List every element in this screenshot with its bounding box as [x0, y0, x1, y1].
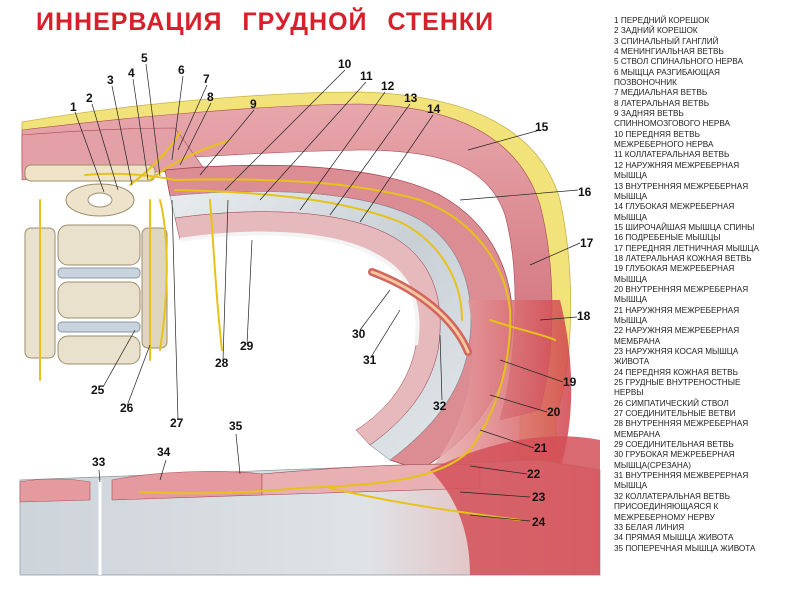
legend-item: МЫШЦА — [614, 481, 648, 491]
callout-24: 24 — [532, 515, 546, 529]
callout-12: 12 — [381, 79, 395, 93]
callout-18: 18 — [577, 309, 591, 323]
external-oblique — [430, 436, 600, 575]
callout-4: 4 — [128, 66, 135, 80]
legend-item: МЫШЦА — [614, 171, 648, 181]
callouts: 1 2 3 4 5 6 7 8 9 10 11 12 13 14 15 16 1… — [70, 51, 594, 529]
spine — [24, 164, 168, 365]
legend-item: 15 ШИРОЧАЙШАЯ МЫШЦА СПИНЫ — [614, 222, 755, 232]
callout-5: 5 — [141, 51, 148, 65]
callout-23: 23 — [532, 490, 546, 504]
legend-item: 13 ВНУТРЕННЯЯ МЕЖРЕБЕРНАЯ — [614, 181, 749, 191]
legend-item: 1 ПЕРЕДНИЙ КОРЕШОК — [614, 16, 710, 25]
legend-item: 31 ВНУТРЕННЯЯ МЕЖВЕРЕРНАЯ — [614, 471, 749, 481]
legend-item: МЕЖРЕБЕРНОГО НЕРВА — [614, 140, 714, 150]
legend-item: МЕМБРАНА — [614, 336, 661, 346]
leader-lines — [74, 63, 581, 522]
legend-item: ЖИВОТА — [614, 357, 650, 367]
callout-8: 8 — [207, 90, 214, 104]
callout-29: 29 — [240, 339, 254, 353]
callout-16: 16 — [578, 185, 592, 199]
legend-item: МЫШЦА — [614, 191, 648, 201]
callout-17: 17 — [580, 236, 594, 250]
legend-item: 23 НАРУЖНЯЯ КОСАЯ МЫШЦА — [614, 347, 739, 356]
legend-item: 22 НАРУЖНЯЯ МЕЖРЕБЕРНАЯ — [614, 326, 740, 336]
legend-item: 16 ПОДРЕБЕНЫЕ МЫШЦЫ — [614, 233, 721, 243]
callout-15: 15 — [535, 120, 549, 134]
legend-item: МЕМБРАНА — [614, 429, 661, 439]
legend-item: 30 ГРУБОКАЯ МЕЖРЕБЕРНАЯ — [614, 450, 735, 460]
callout-2: 2 — [86, 91, 93, 105]
callout-3: 3 — [107, 73, 114, 87]
legend-item: 5 СТВОЛ СПИНАЛЬНОГО НЕРВА — [614, 57, 743, 67]
legend-item: 27 СОЕДИНИТЕЛЬНЫЕ ВЕТВИ — [614, 409, 736, 419]
callout-35: 35 — [229, 419, 243, 433]
callout-27: 27 — [170, 416, 184, 430]
legend-item: 26 СИМПАТИЧЕСКИЙ СТВОЛ — [614, 398, 729, 408]
rectus-muscle-left — [19, 478, 91, 503]
legend-item: 19 ГЛУБОКАЯ МЕЖРЕБЕРНАЯ — [614, 264, 735, 274]
legend-item: 34 ПРЯМАЯ МЫШЦА ЖИВОТА — [614, 533, 734, 543]
legend-item: МЫШЦА — [614, 212, 648, 222]
callout-14: 14 — [427, 102, 441, 116]
callout-33: 33 — [92, 455, 106, 469]
legend-item: 29 СОЕДИНИТЕЛЬНАЯ ВЕТВЬ — [614, 440, 734, 450]
callout-22: 22 — [527, 467, 541, 481]
legend-item: 7 МЕДИАЛЬНАЯ ВЕТВЬ — [614, 88, 708, 98]
page-title: ИННЕРВАЦИЯ ГРУДНОЙ СТЕНКИ — [36, 8, 495, 36]
callout-9: 9 — [250, 97, 257, 111]
callout-25: 25 — [91, 383, 105, 397]
legend-item: 20 ВНУТРЕННЯЯ МЕЖРЕБЕРНАЯ — [614, 284, 749, 294]
callout-19: 19 — [563, 375, 577, 389]
legend-item: 10 ПЕРЕДНЯЯ ВЕТВЬ — [614, 129, 700, 139]
legend-item: 2 ЗАДНИЙ КОРЕШОК — [614, 26, 698, 36]
callout-34: 34 — [157, 445, 171, 459]
legend-item: МЫШЦА(СРЕЗАНА) — [614, 460, 691, 470]
nerves — [39, 131, 556, 521]
callout-31: 31 — [363, 353, 377, 367]
callout-28: 28 — [215, 356, 229, 370]
legend-item: 11 КОЛЛАТЕРАЛЬНАЯ ВЕТВЬ — [614, 150, 730, 160]
legend-item: МЫШЦА — [614, 295, 648, 305]
legend-item: СПИННОМОЗГОВОГО НЕРВА — [614, 119, 731, 129]
callout-13: 13 — [404, 91, 418, 105]
legend-item: НЕРВЫ — [614, 388, 644, 398]
legend-item: 12 НАРУЖНЯЯ МЕЖРЕБЕРНАЯ — [614, 160, 740, 170]
legend-item: 14 ГЛУБОКАЯ МЕЖРЕБЕРНАЯ — [614, 202, 735, 212]
legend-item: 33 БЕЛАЯ ЛИНИЯ — [614, 522, 685, 532]
legend-item: 9 ЗАДНЯЯ ВЕТВЬ — [614, 109, 684, 119]
legend-item: ПОЗВОНОЧНИК — [614, 78, 677, 88]
callout-1: 1 — [70, 100, 77, 114]
callout-10: 10 — [338, 57, 352, 71]
legend-item: 4 МЕНИНГИАЛЬНАЯ ВЕТВЬ — [614, 47, 724, 57]
legend-item: МЫШЦА — [614, 274, 648, 284]
legend-item: 8 ЛАТЕРАЛЬНАЯ ВЕТВЬ — [614, 98, 710, 108]
callout-7: 7 — [203, 72, 210, 86]
legend-item: МЫШЦА — [614, 315, 648, 325]
legend-item: 17 ПЕРЕДНЯЯ ЛЕТНИЧНАЯ МЫШЦА — [614, 243, 759, 253]
callout-11: 11 — [360, 69, 373, 83]
anatomy-illustration: 1 2 3 4 5 6 7 8 9 10 11 12 13 14 15 16 1… — [19, 51, 601, 576]
legend-item: 24 ПЕРЕДНЯЯ КОЖНАЯ ВЕТВЬ — [614, 367, 738, 377]
legend-item: МЕЖРЕБЕРНОМУ НЕРВУ — [614, 512, 715, 522]
legend-item: 21 НАРУЖНЯЯ МЕЖРЕБЕРНАЯ — [614, 305, 740, 315]
legend-item: 28 ВНУТРЕННЯЯ МЕЖРЕБЕРНАЯ — [614, 419, 749, 429]
legend-item: 25 ГРУДНЫЕ ВНУТРЕНОСТНЫЕ — [614, 378, 741, 388]
callout-30: 30 — [352, 327, 366, 341]
callout-26: 26 — [120, 401, 134, 415]
legend-item: 32 КОЛЛАТЕРАЛЬНАЯ ВЕТВЬ — [614, 491, 730, 501]
callout-21: 21 — [534, 441, 548, 455]
callout-6: 6 — [178, 63, 185, 77]
legend-item: 35 ПОПЕРЕЧНАЯ МЫШЦА ЖИВОТА — [614, 543, 756, 553]
legend-item: 18 ЛАТЕРАЛЬНАЯ КОЖНАЯ ВЕТВЬ — [614, 253, 752, 263]
rib-cut — [370, 270, 470, 354]
legend-item: 3 СПИНАЛЬНЫЙ ГАНГЛИЙ — [614, 36, 719, 46]
inner-edge — [179, 231, 420, 346]
inner-muscle-band — [174, 211, 441, 446]
legend-item: ПРИСОЕДИНЯЮЩАЯСЯ К — [614, 502, 719, 512]
callout-32: 32 — [433, 399, 447, 413]
legend-item: 6 МЫЩЦА РАЗГИБАЮЩАЯ — [614, 67, 720, 77]
callout-20: 20 — [547, 405, 561, 419]
